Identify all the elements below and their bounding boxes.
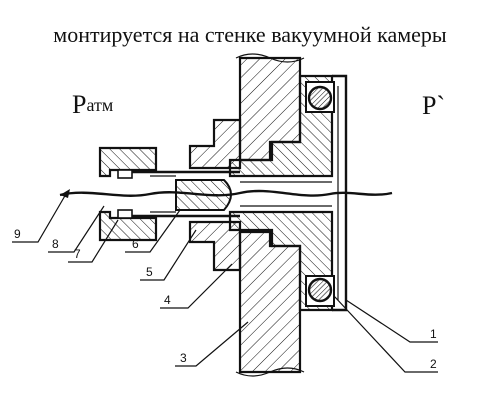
vacuum-pressure-label: P` [422,91,445,120]
atm-pressure-subscript: атм [86,95,113,115]
callout-labels: 1 2 3 4 5 6 7 8 9 [14,227,437,371]
chamber-wall [235,53,305,377]
flange-channel [240,181,332,207]
callout-7: 7 [74,247,81,261]
callout-2: 2 [430,357,437,371]
gland-nut [98,146,158,242]
feedthrough-tube [132,170,240,218]
stepped-bushing [188,118,242,272]
atm-pressure-symbol: P [72,90,86,119]
callout-6: 6 [132,237,139,251]
o-ring-seals [305,81,335,307]
atmosphere-pressure-label: Pатм [72,90,113,119]
callout-1: 1 [430,327,437,341]
drawing-title: монтируется на стенке вакуумной камеры [53,22,447,47]
leader-lines [12,193,438,373]
wire [59,189,393,198]
callout-5: 5 [146,265,153,279]
svg-text:Pатм: Pатм [72,90,113,119]
callout-4: 4 [164,293,171,307]
callout-3: 3 [180,351,187,365]
callout-9: 9 [14,227,21,241]
callout-8: 8 [52,237,59,251]
